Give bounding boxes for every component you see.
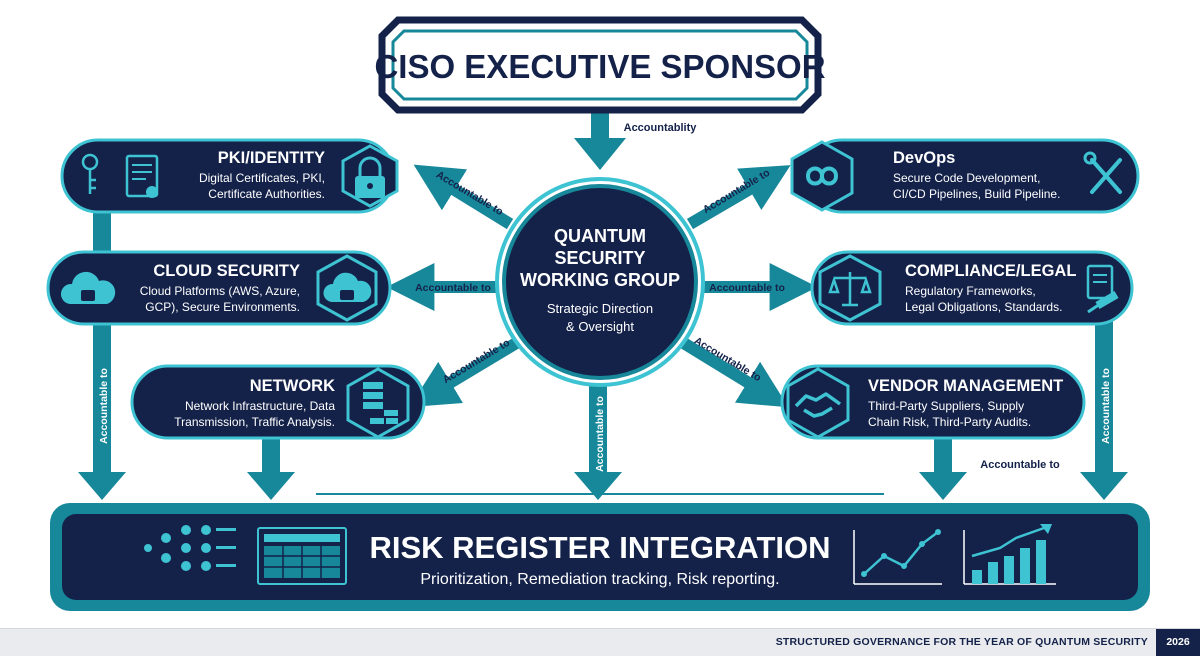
label-left-to-risk: Accountable to bbox=[98, 368, 110, 444]
compliance-desc-line-1: Regulatory Frameworks, bbox=[905, 284, 1036, 298]
label-hub-to-risk: Accountable to bbox=[594, 396, 606, 472]
ciso-sponsor-box: CISO EXECUTIVE SPONSOR bbox=[374, 16, 826, 114]
compliance-title: COMPLIANCE/LEGAL bbox=[905, 262, 1076, 280]
risk-register-panel: RISK REGISTER INTEGRATION Prioritization… bbox=[50, 493, 1150, 611]
line-trend-icon bbox=[853, 529, 942, 585]
hub-title-line-3: WORKING GROUP bbox=[520, 270, 680, 290]
pki-desc-line-1: Digital Certificates, PKI, bbox=[199, 171, 325, 185]
vendor-down-flow bbox=[919, 436, 967, 500]
devops-title: DevOps bbox=[893, 149, 955, 167]
key-icon bbox=[81, 153, 99, 194]
compliance-desc-line-2: Legal Obligations, Standards. bbox=[905, 300, 1062, 314]
lock-icon bbox=[355, 156, 385, 198]
right-outer-flow bbox=[1080, 318, 1128, 500]
devops-desc-line-1: Secure Code Development, bbox=[893, 171, 1040, 185]
infinity-icon bbox=[805, 166, 839, 186]
working-group-hub: QUANTUM SECURITY WORKING GROUP Strategic… bbox=[495, 177, 705, 387]
label-vendor-to-risk: Accountable to bbox=[980, 459, 1060, 471]
sponsor-down-arrow bbox=[574, 104, 626, 170]
network-down-flow bbox=[247, 436, 295, 500]
vendor-title: VENDOR MANAGEMENT bbox=[868, 377, 1063, 395]
cloud-desc-line-2: GCP), Secure Environments. bbox=[145, 300, 300, 314]
vendor-desc-line-2: Chain Risk, Third-Party Audits. bbox=[868, 415, 1031, 429]
cloud-small-icon bbox=[60, 271, 116, 304]
risk-register-subtitle: Prioritization, Remediation tracking, Ri… bbox=[420, 571, 779, 588]
network-title: NETWORK bbox=[250, 377, 335, 395]
hub-subtitle-line-2: & Oversight bbox=[566, 319, 634, 334]
devops-desc-line-2: CI/CD Pipelines, Build Pipeline. bbox=[893, 187, 1060, 201]
label-right-to-risk: Accountable to bbox=[1100, 368, 1112, 444]
pki-identity-card: PKI/IDENTITY Digital Certificates, PKI, … bbox=[60, 138, 399, 214]
label-hub-to-pki: Accountable to bbox=[434, 169, 505, 218]
label-hub-to-cloud: Accountable to bbox=[415, 282, 491, 294]
vendor-desc-line-1: Third-Party Suppliers, Supply bbox=[868, 399, 1024, 413]
footer-text: STRUCTURED GOVERNANCE FOR THE YEAR OF QU… bbox=[775, 636, 1148, 648]
network-desc-line-2: Transmission, Traffic Analysis. bbox=[174, 415, 335, 429]
cloud-lock-icon bbox=[323, 272, 372, 302]
pki-title: PKI/IDENTITY bbox=[218, 149, 325, 167]
cloud-title: CLOUD SECURITY bbox=[153, 262, 300, 280]
footer-bar: STRUCTURED GOVERNANCE FOR THE YEAR OF QU… bbox=[0, 628, 1200, 656]
vendor-management-card: VENDOR MANAGEMENT Third-Party Suppliers,… bbox=[780, 364, 1086, 440]
ciso-sponsor-title: CISO EXECUTIVE SPONSOR bbox=[374, 48, 825, 85]
network-card: NETWORK Network Infrastructure, Data Tra… bbox=[130, 364, 426, 440]
handshake-icon bbox=[794, 392, 842, 418]
certificate-icon bbox=[125, 154, 159, 198]
sponsor-arrow-label: Accountablity bbox=[624, 122, 698, 134]
label-hub-to-network: Accountable to bbox=[441, 337, 512, 386]
server-icon bbox=[363, 382, 398, 424]
radial-arrows bbox=[386, 164, 818, 408]
hub-down-flow bbox=[574, 378, 622, 500]
document-gavel-icon bbox=[1086, 264, 1119, 314]
hub-subtitle-line-1: Strategic Direction bbox=[547, 301, 653, 316]
cloud-security-card: CLOUD SECURITY Cloud Platforms (AWS, Azu… bbox=[46, 250, 392, 326]
spreadsheet-icon bbox=[257, 527, 347, 585]
network-graph-icon bbox=[144, 525, 236, 571]
pki-desc-line-2: Certificate Authorities. bbox=[208, 187, 325, 201]
cloud-desc-line-1: Cloud Platforms (AWS, Azure, bbox=[140, 284, 300, 298]
label-hub-to-devops: Accountable to bbox=[701, 167, 772, 216]
network-desc-line-1: Network Infrastructure, Data bbox=[185, 399, 335, 413]
risk-register-title: RISK REGISTER INTEGRATION bbox=[369, 530, 830, 565]
scales-icon bbox=[828, 272, 872, 307]
bar-trend-icon bbox=[963, 524, 1056, 585]
hub-title-line-1: QUANTUM bbox=[554, 226, 646, 246]
tools-icon bbox=[1083, 151, 1122, 194]
hub-title-line-2: SECURITY bbox=[554, 248, 645, 268]
left-outer-arrowhead bbox=[78, 472, 126, 500]
devops-card: DevOps Secure Code Development, CI/CD Pi… bbox=[790, 138, 1140, 214]
label-hub-to-compliance: Accountable to bbox=[709, 282, 785, 294]
footer-year: 2026 bbox=[1156, 629, 1200, 656]
compliance-legal-card: COMPLIANCE/LEGAL Regulatory Frameworks, … bbox=[810, 250, 1134, 326]
